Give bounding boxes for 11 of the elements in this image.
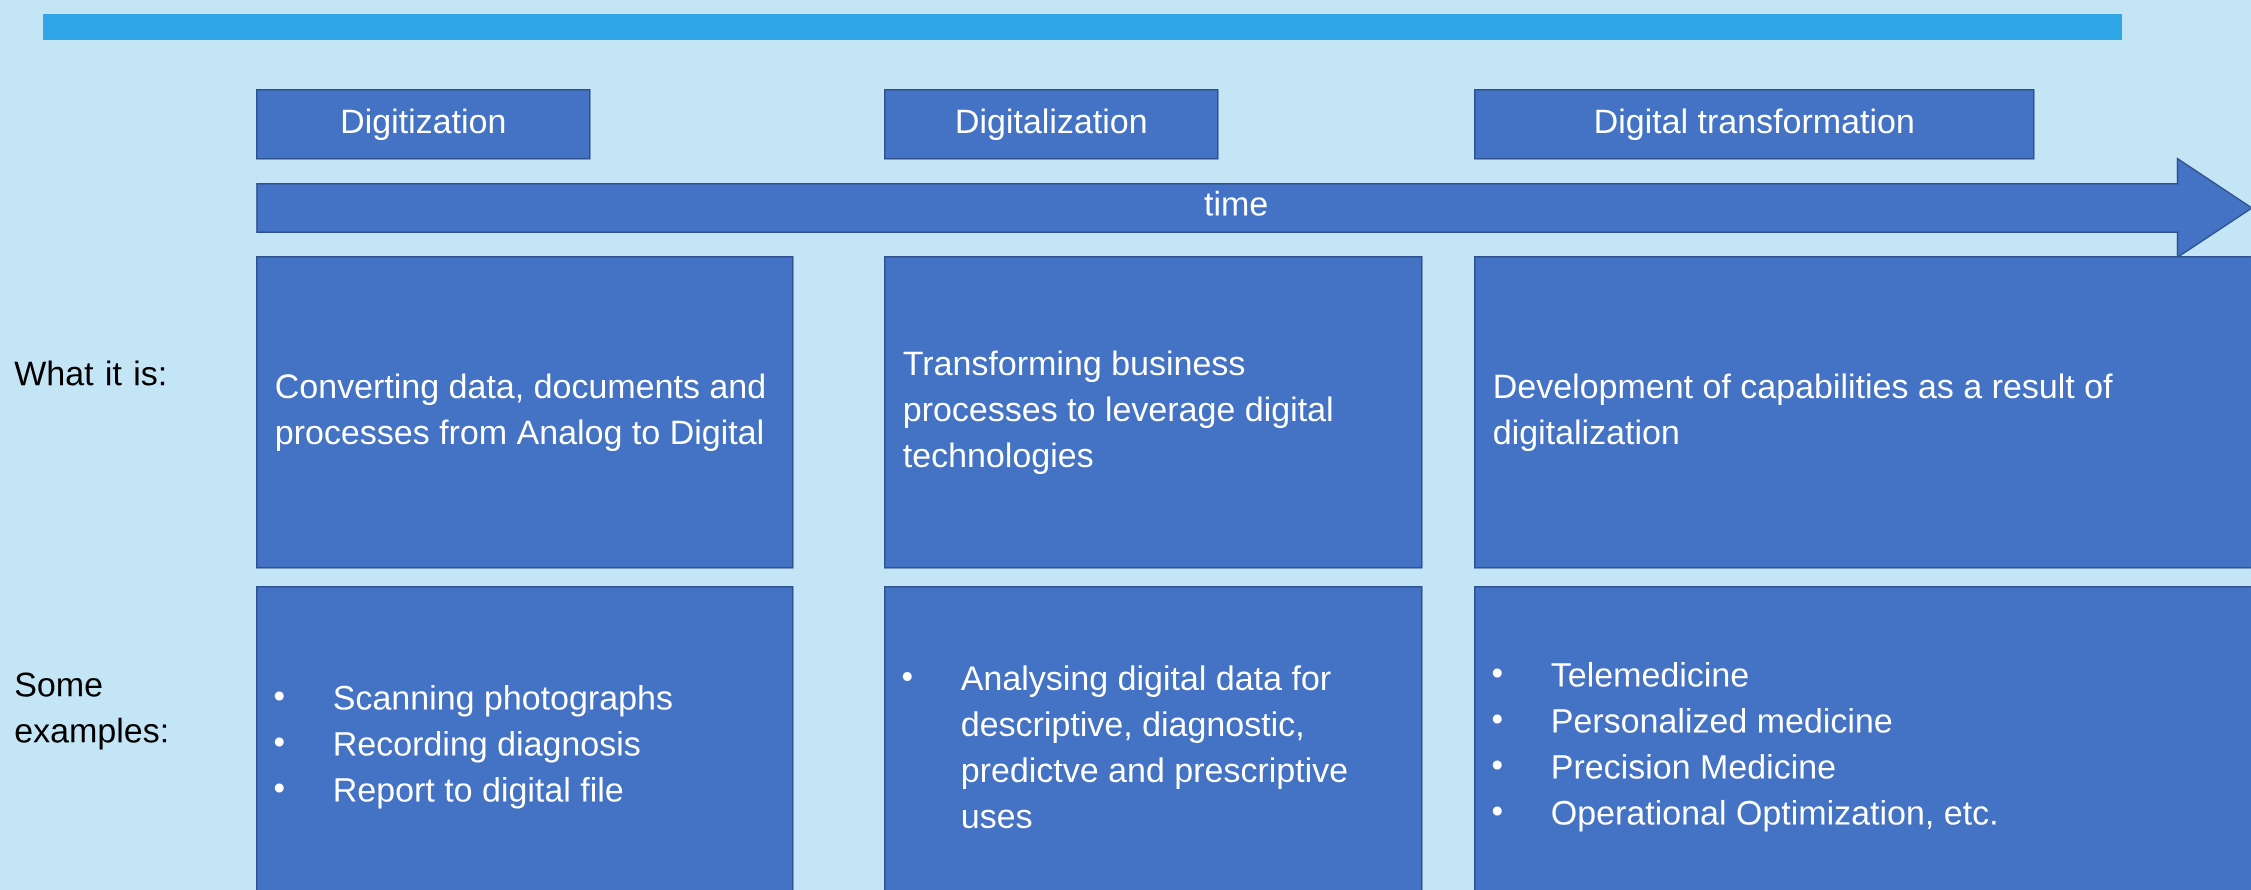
description-box: Converting data, documents and processes from Analog to Digital [256, 256, 794, 569]
examples-box: Analysing digital data for descriptive, diagnostic, predictve and prescriptive uses [884, 586, 1423, 890]
row-label: Some examples: [15, 672, 167, 750]
examples-box: Scanning photographs Recording diagnosis Report to digital file [256, 586, 794, 890]
row-label: What it is: [14, 360, 165, 386]
stage-box: Digital transformation [1474, 89, 2035, 160]
description-box: Development of capabilities as a result of digitalization [1474, 256, 2251, 569]
description-box: Transforming business processes to leverage digital technologies [884, 256, 1423, 569]
examples-box: Telemedicine Personalized medicine Precision Medicine Operational Optimization, etc. [1474, 586, 2251, 890]
stage-box: Digitalization [884, 89, 1219, 160]
stage-box: Digitization [256, 89, 591, 160]
